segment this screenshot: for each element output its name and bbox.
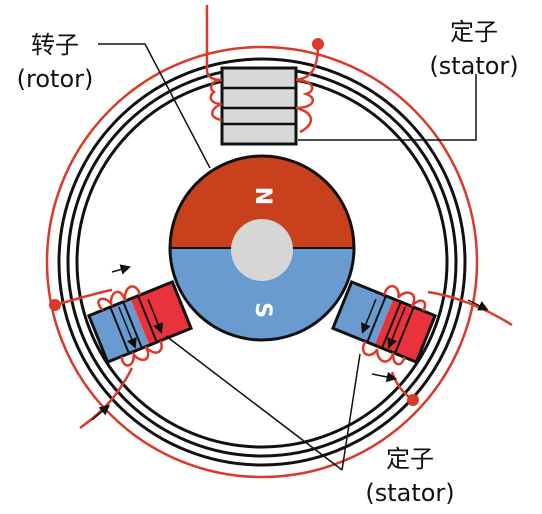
stator-bottom-label-cn: 定子 (386, 445, 434, 473)
rotor-north-half (170, 156, 354, 248)
stator-right (330, 280, 438, 366)
stator-bottom-leader-left (165, 335, 343, 471)
left-wire-lower (79, 367, 134, 430)
rotor-label-en: (rotor) (17, 65, 94, 93)
stator-top-label-cn: 定子 (450, 18, 498, 46)
rotor: N S (168, 154, 356, 342)
pole-north-label: N (250, 187, 275, 205)
rotor-leader-line (98, 43, 211, 169)
stator-top-leader-line (298, 74, 477, 141)
pole-south-label: S (250, 302, 275, 318)
outer-wire-ring (45, 45, 479, 479)
stator-right-blue (332, 281, 394, 346)
left-wire-upper (54, 288, 113, 307)
rotor-south-half (170, 248, 354, 340)
right-wire-upper (427, 290, 513, 327)
stator-top-core (220, 66, 298, 146)
stator-bottom-label-en: (stator) (365, 479, 454, 507)
stator-bottom-leader-right (341, 353, 361, 471)
stator-top-label-en: (stator) (429, 52, 518, 80)
housing-ring-outer (57, 57, 467, 467)
stator-left (86, 280, 194, 367)
rotor-hub (231, 219, 293, 281)
stator-top (205, 5, 320, 146)
rotor-label-cn: 转子 (31, 31, 79, 59)
stator-left-red (130, 281, 192, 346)
